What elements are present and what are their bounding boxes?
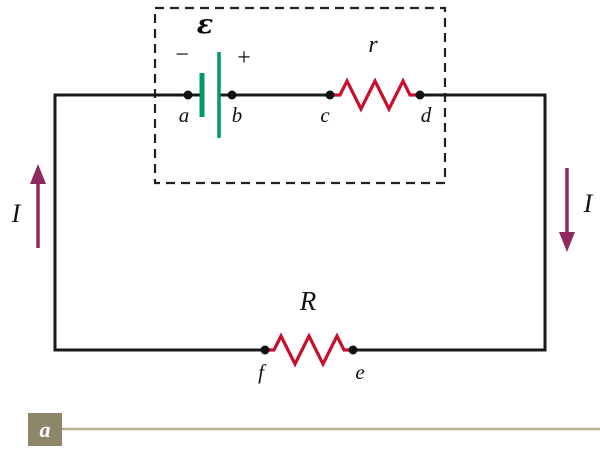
node-label-b: b (232, 103, 243, 127)
external-resistor-zigzag (265, 332, 353, 368)
internal-resistor-zigzag (330, 77, 420, 113)
node-label-d: d (421, 103, 432, 127)
internal-resistance-label: r (368, 32, 378, 58)
panel-label: a (40, 417, 51, 442)
battery-minus-sign: − (175, 42, 189, 68)
node-dot-e (348, 345, 358, 355)
current-arrow-right-head (559, 232, 575, 252)
node-dot-c (325, 90, 335, 100)
current-label-right: I (583, 189, 594, 218)
battery-plus-sign: + (237, 45, 251, 71)
node-dot-b (227, 90, 237, 100)
node-label-c: c (320, 103, 330, 127)
current-arrow-left-head (30, 164, 46, 184)
node-label-f: f (258, 360, 267, 384)
emf-label: ε (197, 9, 213, 40)
circuit-wire (53, 93, 547, 352)
external-resistance-label: R (299, 286, 317, 316)
node-dot-d (415, 90, 425, 100)
current-label-left: I (11, 199, 22, 228)
node-label-a: a (179, 103, 190, 127)
node-dot-a (183, 90, 193, 100)
panel-badge (28, 413, 62, 446)
node-label-e: e (355, 360, 364, 384)
node-dot-f (260, 345, 270, 355)
